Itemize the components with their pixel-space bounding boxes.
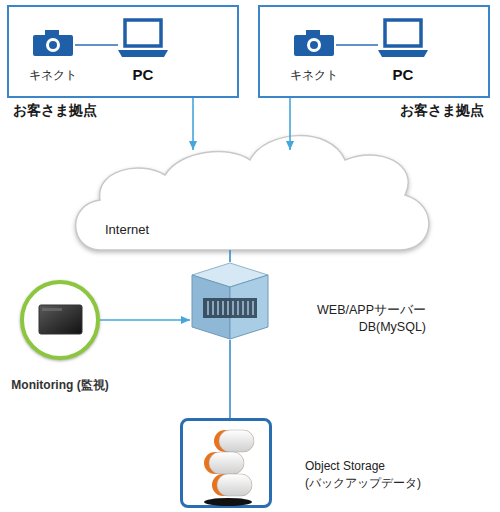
node-label: PC: [378, 66, 428, 83]
pc-node: PC: [378, 18, 428, 88]
site-box: お客さま拠点キネクトPC: [7, 5, 239, 98]
node-label: WEB/APPサーバー DB(MySQL): [298, 302, 426, 336]
connector-arrow: [100, 319, 190, 321]
server-node: WEB/APPサーバー DB(MySQL): [190, 262, 270, 340]
camera-icon: [294, 30, 334, 56]
node-label: PC: [118, 66, 168, 83]
node-label: Object Storage (バックアップデータ): [305, 458, 475, 492]
node-label: Internet: [105, 222, 149, 237]
laptop-icon: [118, 20, 168, 57]
camera-icon: [33, 30, 73, 56]
connector-line: [229, 340, 231, 418]
node-label: キネクト: [288, 67, 340, 84]
node-label: Monitoring (監視): [0, 378, 120, 393]
pc-node: PC: [118, 18, 168, 88]
site-box: お客さま拠点キネクトPC: [258, 5, 490, 98]
camera-node: キネクト: [31, 31, 75, 87]
connector-line: [336, 44, 378, 46]
cloud-shape: [76, 136, 429, 250]
storage-box: Object Storage (バックアップデータ): [180, 418, 272, 508]
connector-line: [229, 250, 231, 262]
camera-node: キネクト: [292, 31, 336, 87]
connector-arrow: [289, 98, 291, 150]
connector-arrow: [192, 98, 194, 150]
node-label: お客さま拠点: [13, 102, 97, 120]
storage-icon: [204, 430, 254, 506]
monitor-screen: [39, 305, 82, 334]
monitoring-circle: Monitoring (監視): [20, 280, 100, 360]
server-cube: [192, 263, 268, 339]
node-label: キネクト: [27, 67, 79, 84]
node-label: お客さま拠点: [400, 102, 484, 120]
internet-cloud: Internet: [80, 150, 430, 250]
connector-line: [75, 44, 118, 46]
laptop-icon: [378, 20, 428, 57]
